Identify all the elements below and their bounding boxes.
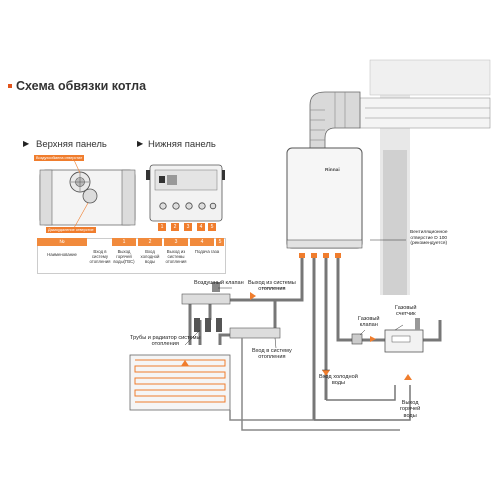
legend-header-1: 1 — [112, 238, 136, 246]
heating-out-label: Выход из системы отопления — [248, 280, 296, 293]
badge-1: 1 — [158, 223, 166, 231]
supply-manifold — [181, 293, 231, 305]
legend-cell-1: Вход в систему отопления — [89, 249, 111, 264]
badge-5: 5 — [208, 223, 216, 231]
legend-cell-2: Выход горячей воды(ГВС) — [113, 249, 135, 264]
legend-cell-5: Подача газа — [194, 249, 220, 254]
flue-pipe — [359, 97, 491, 129]
heating-in-label: Вход в систему отопления — [252, 348, 292, 361]
page-title: Схема обвязки котла — [16, 79, 147, 93]
gas-valve-label: Газовый клапан — [358, 316, 380, 329]
badge-4: 4 — [197, 223, 205, 231]
air-vent-tag: Воздухообмена отверстие — [34, 155, 85, 161]
air-inlet — [82, 188, 98, 204]
bottom-panel-label: Нижняя панель — [148, 139, 216, 150]
connector-5 — [209, 202, 217, 210]
badge-3: 3 — [184, 223, 192, 231]
connector-2 — [172, 202, 180, 210]
connector-4 — [198, 202, 206, 210]
pipes-radiator-label: Трубы и радиатор системы отопления — [130, 335, 201, 348]
boiler — [286, 147, 363, 249]
gas-meter-label: Газовый счетчик — [395, 305, 417, 318]
top-panel-drawing — [39, 159, 136, 229]
return-manifold — [229, 327, 281, 339]
legend-cell-3: Вход холодной воды — [140, 249, 160, 264]
connector-1 — [159, 202, 167, 210]
flue-tag: Дымоудаление отверстие — [46, 227, 96, 233]
floor-heating — [129, 354, 231, 411]
badge-2: 2 — [171, 223, 179, 231]
air-valve-icon — [212, 282, 220, 292]
top-panel-label: Верхняя панель — [36, 139, 107, 150]
legend-header-3: 3 — [164, 238, 188, 246]
brand-label: Rinnai — [325, 168, 340, 173]
vent-hole-label: Вентиляционное отверстие D 100 (рекоменд… — [410, 230, 448, 247]
legend-header-2: 2 — [138, 238, 162, 246]
legend-row-label: Наименование — [47, 252, 77, 257]
legend-cell-4: Выход из системы отопления — [165, 249, 187, 264]
gas-valve — [351, 333, 363, 345]
legend-header-4: 4 — [190, 238, 214, 246]
air-valve-label: Воздушный клапан — [194, 280, 244, 286]
arrow-right-icon: ▶ — [137, 139, 144, 148]
arrow-right-icon: ▶ — [23, 139, 30, 148]
legend-header-no: № — [37, 238, 87, 246]
hot-water-out-label: Выход горячей воды — [400, 400, 421, 419]
title-bullet — [8, 84, 12, 88]
heating-coil — [134, 359, 226, 403]
bottom-panel-drawing — [146, 164, 225, 222]
legend-header-5: 5 — [216, 238, 224, 246]
connector-3 — [185, 202, 193, 210]
cold-water-in-label: Вход холодной воды — [319, 374, 358, 387]
